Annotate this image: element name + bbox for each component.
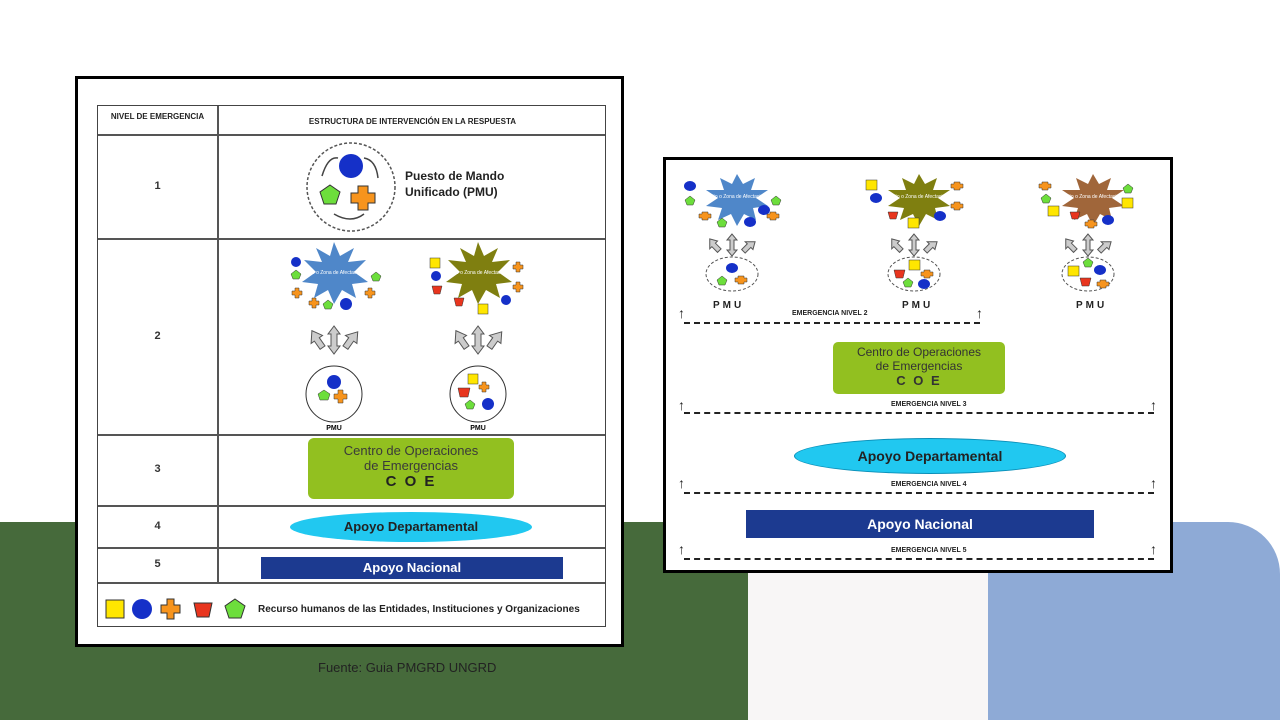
header-emergency-level: NIVEL DE EMERGENCIA: [110, 112, 205, 121]
intervention-structure-table-image: NIVEL DE EMERGENCIA ESTRUCTURA DE INTERV…: [75, 76, 624, 647]
up-arrow-icon: ↑: [976, 305, 983, 321]
coe-acronym: C O E: [385, 473, 437, 490]
row-divider: [98, 134, 605, 136]
background-white-band: [748, 570, 988, 720]
resource-legend-text: Recurso humanos de las Entidades, Instit…: [258, 604, 580, 615]
row-divider: [98, 238, 605, 240]
coe-acronym: C O E: [896, 373, 942, 388]
zone-label: Sitio o Zona de Afectación: [449, 270, 507, 276]
dashed-line: [684, 412, 1154, 414]
dashed-line: [684, 492, 1154, 494]
coe-line2: de Emergencias: [875, 359, 963, 373]
coe-line1: Centro de Operaciones: [343, 443, 479, 458]
national-support-bar: Apoyo Nacional: [746, 510, 1094, 538]
zone-label: Sitio o Zona de Afectación: [890, 194, 948, 200]
level-label: 1: [154, 180, 161, 192]
level-label: 4: [154, 520, 161, 532]
header-intervention-structure: ESTRUCTURA DE INTERVENCIÓN EN LA RESPUES…: [308, 117, 517, 126]
row-divider: [98, 582, 605, 584]
row-divider: [98, 505, 605, 507]
affected-zone-diagram: Sitio o Zona de Afectación: [865, 174, 964, 292]
level-label: 2: [154, 330, 161, 342]
row-divider: [98, 547, 605, 549]
level-label: 5: [154, 558, 161, 570]
coe-line2: de Emergencias: [364, 458, 458, 473]
pmu-label: PMU: [902, 300, 934, 311]
pmu-small-label: PMU: [470, 425, 486, 432]
affected-zone-diagram: Sitio o Zona de Afectación: [684, 174, 782, 292]
emergency-level-5-label: EMERGENCIA NIVEL 5: [891, 547, 967, 554]
affected-zone-diagram: Sitio o Zona de Afectación PMU: [290, 242, 382, 432]
up-arrow-icon: ↑: [678, 305, 685, 321]
column-divider: [217, 106, 219, 582]
dashed-line: [684, 558, 1154, 560]
emergency-level-2-label: EMERGENCIA NIVEL 2: [792, 310, 868, 317]
row-divider: [98, 434, 605, 436]
up-arrow-icon: ↑: [678, 475, 685, 491]
emergency-level-4-label: EMERGENCIA NIVEL 4: [891, 481, 967, 488]
pmu-small-label: PMU: [326, 425, 342, 432]
source-caption: Fuente: Guia PMGRD UNGRD: [318, 660, 497, 675]
zone-label: Sitio o Zona de Afectación: [1064, 194, 1122, 200]
resource-legend-icons: [105, 598, 246, 620]
pmu-cycle-diagram: [306, 142, 396, 232]
up-arrow-icon: ↑: [678, 397, 685, 413]
pmu-label: PMU: [713, 300, 745, 311]
coe-box: Centro de Operaciones de Emergencias C O…: [833, 342, 1005, 394]
dept-support-ellipse: Apoyo Departamental: [794, 438, 1066, 474]
coe-line1: Centro de Operaciones: [856, 345, 982, 359]
up-arrow-icon: ↑: [1150, 475, 1157, 491]
zone-label: Sitio o Zona de Afectación: [708, 194, 766, 200]
intervention-table: NIVEL DE EMERGENCIA ESTRUCTURA DE INTERV…: [97, 105, 606, 627]
coe-box: Centro de Operaciones de Emergencias C O…: [308, 438, 514, 499]
up-arrow-icon: ↑: [1150, 397, 1157, 413]
national-support-bar: Apoyo Nacional: [261, 557, 563, 579]
affected-zone-diagram: Sitio o Zona de Afectación: [1038, 174, 1134, 292]
affected-zone-diagram: Sitio o Zona de Afectación PMU: [429, 242, 524, 432]
up-arrow-icon: ↑: [678, 541, 685, 557]
dashed-line: [684, 322, 980, 324]
dept-support-ellipse: Apoyo Departamental: [290, 512, 532, 542]
pmu-title: Puesto de Mando Unificado (PMU): [405, 169, 505, 199]
emergency-levels-diagram-image: Sitio o Zona de Afectación PMU Sitio o Z…: [663, 157, 1173, 573]
up-arrow-icon: ↑: [1150, 541, 1157, 557]
zone-label: Sitio o Zona de Afectación: [305, 270, 363, 276]
pmu-label: PMU: [1076, 300, 1108, 311]
emergency-level-3-label: EMERGENCIA NIVEL 3: [891, 401, 967, 408]
level-label: 3: [154, 463, 161, 475]
